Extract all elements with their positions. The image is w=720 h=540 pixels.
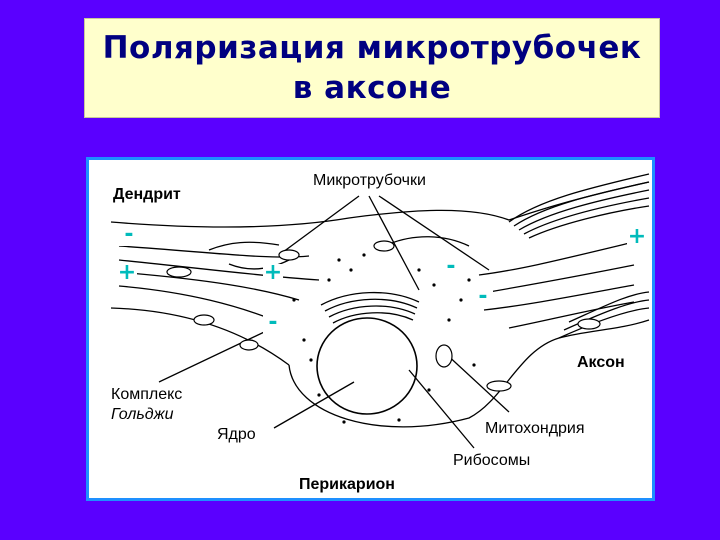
pointer-ribosomes xyxy=(408,369,475,449)
myelin-lower xyxy=(568,291,650,323)
label-mitochondria: Митохондрия xyxy=(485,420,585,437)
mitochondrion xyxy=(278,249,300,261)
polarity-plus-dendrite-left: + xyxy=(117,260,137,285)
flow-arrow xyxy=(228,259,290,270)
myelin-upper xyxy=(528,205,650,239)
pointer-microtubules xyxy=(378,195,490,271)
polarity-minus-dendrite-top: - xyxy=(119,224,139,246)
polarity-minus-axon-lower: - xyxy=(473,286,493,308)
neuron-drawing xyxy=(110,173,650,449)
golgi-stack xyxy=(320,291,420,306)
axon-microtubule xyxy=(478,241,635,276)
myelin-lower xyxy=(563,299,650,331)
axon-microtubule xyxy=(508,301,635,329)
polarity-minus-axon-left: - xyxy=(441,256,461,278)
myelin-lower xyxy=(558,307,650,339)
flow-arrow xyxy=(208,241,280,251)
polarity-plus-axon-right: + xyxy=(627,224,647,249)
dendrite-upper-edge xyxy=(110,181,650,228)
slide-title-line-1: Поляризация микротрубочек xyxy=(102,30,642,66)
mitochondrion xyxy=(193,314,215,326)
golgi-stack xyxy=(328,305,416,318)
myelin-upper xyxy=(513,181,650,227)
flow-arrow xyxy=(388,236,470,247)
myelin-upper xyxy=(518,189,650,231)
label-microtubules: Микротрубочки xyxy=(313,172,426,189)
polarity-minus-dendrite-bottom: - xyxy=(263,312,283,334)
mitochondrion xyxy=(166,266,192,278)
mitochondrion xyxy=(373,240,395,252)
neuron-figure: Дендрит Микротрубочки Аксон Комплекс Гол… xyxy=(86,157,655,501)
pointer-nucleus xyxy=(273,381,355,429)
pointer-microtubules xyxy=(368,195,420,291)
label-dendrite: Дендрит xyxy=(113,186,181,203)
dendrite-microtubule xyxy=(118,259,320,281)
pointer-microtubules xyxy=(278,195,360,256)
label-golgi-line-2: Гольджи xyxy=(111,406,174,423)
myelin-upper xyxy=(508,173,650,223)
label-ribosomes: Рибосомы xyxy=(453,452,531,469)
slide-title-line-2: в аксоне xyxy=(292,70,452,106)
pointer-mitochondria xyxy=(443,351,510,413)
mitochondrion xyxy=(239,339,259,351)
label-perikaryon: Перикарион xyxy=(299,476,395,493)
label-nucleus: Ядро xyxy=(217,426,256,443)
label-axon: Аксон xyxy=(577,354,625,371)
nucleus xyxy=(316,317,418,415)
pointer-golgi xyxy=(158,324,280,383)
myelin-upper xyxy=(523,197,650,235)
golgi-stack xyxy=(332,312,414,324)
label-golgi-line-1: Комплекс xyxy=(111,386,183,403)
axon-microtubule xyxy=(488,264,635,293)
title-box: Поляризация микротрубочек в аксоне xyxy=(84,18,660,118)
polarity-plus-dendrite-mid: + xyxy=(263,260,283,285)
golgi-stack xyxy=(324,298,418,312)
mitochondrion xyxy=(486,380,512,392)
axon-microtubule xyxy=(483,284,635,311)
mitochondrion xyxy=(435,344,453,368)
dendrite-microtubule xyxy=(128,272,300,301)
mitochondrion xyxy=(577,318,601,330)
perikaryon-outline xyxy=(288,319,650,428)
